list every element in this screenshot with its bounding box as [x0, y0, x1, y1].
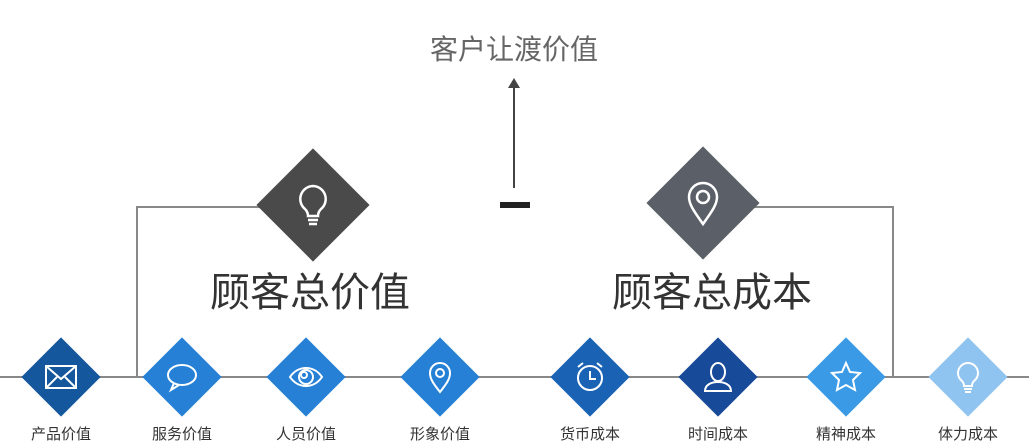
item-label: 产品价值 [30, 425, 91, 443]
item-label: 精神成本 [815, 425, 876, 443]
cost-group-title: 顾客总成本 [612, 270, 812, 316]
location-pin-icon [678, 178, 728, 228]
star-icon [828, 359, 864, 395]
item-label: 时间成本 [687, 425, 748, 443]
arrow-shaft [513, 84, 515, 188]
cost-connector-v [892, 206, 894, 377]
speech-bubble-icon [164, 359, 200, 395]
item-label: 货币成本 [559, 425, 620, 443]
value-group-title: 顾客总价值 [210, 270, 410, 316]
item-label: 服务价值 [151, 425, 212, 443]
location-pin-icon [422, 359, 458, 395]
lightbulb-icon [950, 359, 986, 395]
item-label: 形象价值 [409, 425, 470, 443]
minus-operator [500, 202, 530, 208]
baseline [0, 376, 1029, 378]
lightbulb-icon [288, 180, 338, 230]
cost-connector-h [740, 206, 894, 208]
item-label: 体力成本 [937, 425, 998, 443]
eye-icon [288, 359, 324, 395]
envelope-icon [43, 359, 79, 395]
top-title: 客户让渡价值 [429, 33, 598, 66]
person-icon [700, 359, 736, 395]
item-label: 人员价值 [275, 425, 336, 443]
arrow-head-icon [508, 78, 520, 88]
alarm-clock-icon [572, 359, 608, 395]
value-connector-v [136, 206, 138, 377]
value-connector-h [136, 206, 276, 208]
